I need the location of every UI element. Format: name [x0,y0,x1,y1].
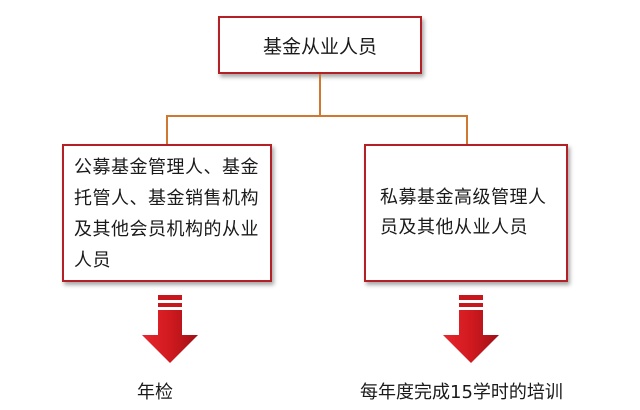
connector-horizontal [166,115,468,117]
down-arrow-icon [142,295,198,363]
branch-node-private-fund: 私募基金高级管理人员及其他从业人员 [364,144,568,282]
outcome-annual-inspection: 年检 [137,382,173,403]
branch-node-public-fund-label: 公募基金管理人、基金托管人、基金销售机构及其他会员机构的从业人员 [74,157,259,271]
connector-right-down [466,115,468,144]
branch-node-public-fund: 公募基金管理人、基金托管人、基金销售机构及其他会员机构的从业人员 [62,144,272,282]
root-node-label: 基金从业人员 [262,35,377,58]
outcome-annual-training: 每年度完成15学时的培训 [360,382,563,403]
root-node: 基金从业人员 [218,16,422,74]
branch-node-private-fund-label: 私募基金高级管理人员及其他从业人员 [380,187,547,238]
connector-left-down [166,115,168,144]
down-arrow-icon [443,295,499,363]
connector-root-down [319,74,321,116]
